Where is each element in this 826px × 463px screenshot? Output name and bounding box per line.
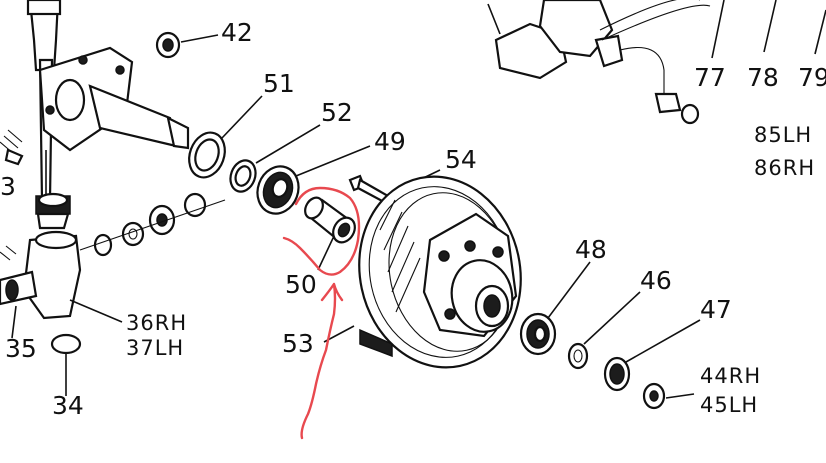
washer-52 [229, 124, 321, 193]
trunnion-assembly [0, 192, 226, 396]
oil-seal-51 [188, 95, 263, 179]
part-labels: 42 51 52 49 54 77 78 79 85LH 86RH 3 48 4… [0, 18, 826, 420]
label-49: 49 [374, 127, 406, 156]
leader-50 [317, 235, 335, 271]
label-34: 34 [52, 391, 84, 420]
label-46: 46 [640, 266, 672, 295]
spacer-50 [304, 196, 356, 244]
label-52: 52 [321, 98, 353, 127]
label-53: 53 [282, 329, 314, 358]
brake-pipe-fitting [487, 0, 826, 125]
red-circle [282, 186, 361, 276]
label-85lh: 85LH [754, 123, 812, 147]
label-37lh: 37LH [126, 336, 184, 360]
label-51: 51 [263, 69, 295, 98]
red-arrow [300, 282, 344, 440]
label-42: 42 [221, 18, 253, 47]
label-54: 54 [445, 145, 477, 174]
label-50: 50 [285, 270, 317, 299]
stub-axle-assembly [0, 0, 190, 230]
nut-42 [155, 31, 219, 59]
label-35: 35 [5, 334, 37, 363]
bearing-48 [519, 261, 591, 356]
label-48: 48 [575, 235, 607, 264]
brake-drum-53 [323, 175, 522, 369]
label-78: 78 [747, 63, 779, 92]
label-45lh: 45LH [700, 393, 758, 417]
red-annotation [282, 186, 361, 440]
label-3: 3 [0, 172, 16, 201]
label-86rh: 86RH [754, 156, 815, 180]
label-44rh: 44RH [700, 364, 761, 388]
label-79: 79 [798, 63, 826, 92]
label-36rh: 36RH [126, 311, 187, 335]
seal-47 [603, 319, 701, 392]
bearing-49 [256, 145, 371, 215]
label-77: 77 [694, 63, 726, 92]
washer-46 [567, 291, 641, 370]
label-47: 47 [700, 295, 732, 324]
nut-44-45 [642, 382, 695, 410]
